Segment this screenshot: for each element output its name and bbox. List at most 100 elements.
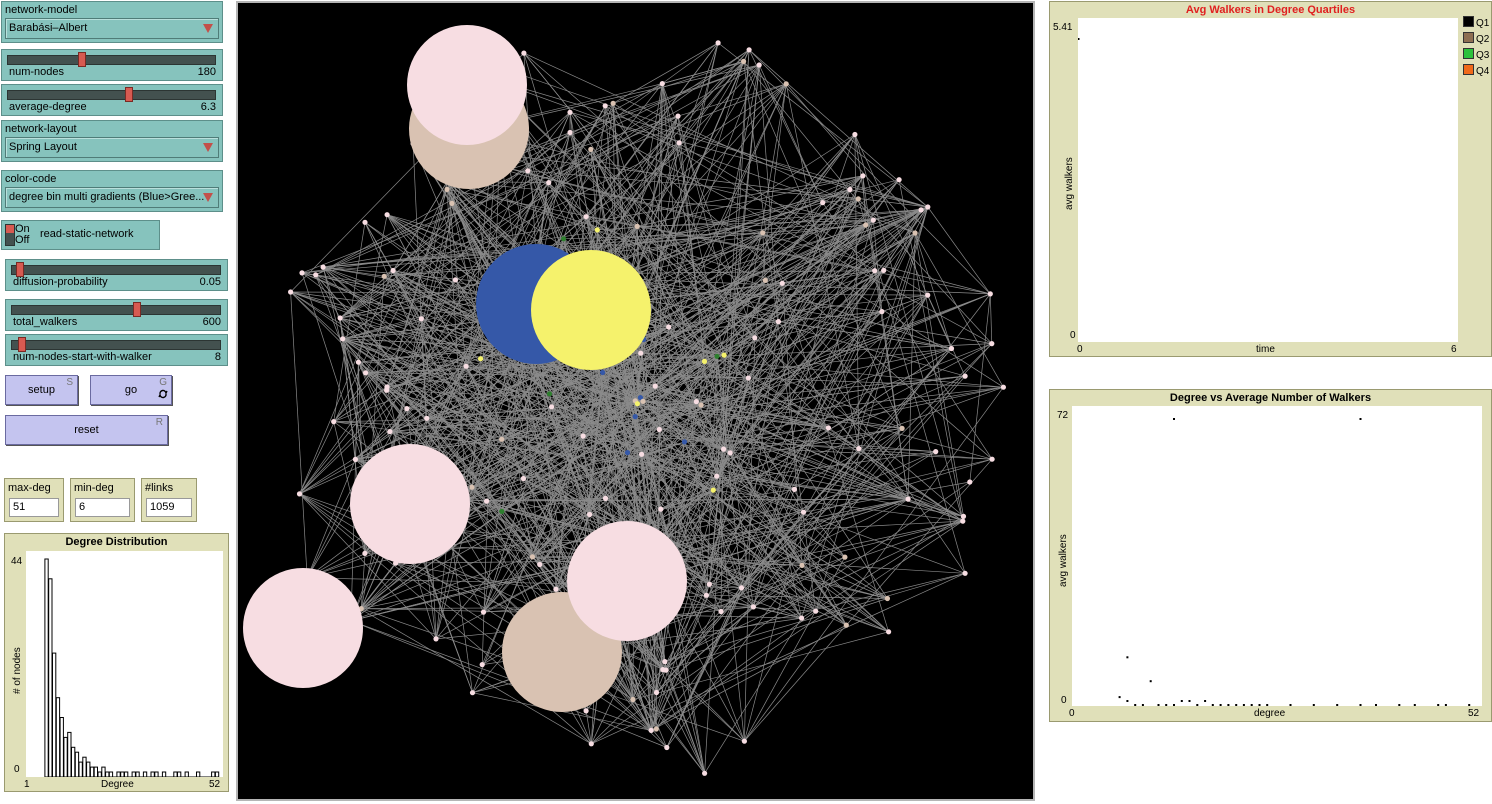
- network-view[interactable]: [236, 1, 1035, 801]
- slider-track[interactable]: [11, 265, 221, 275]
- network-link: [465, 365, 714, 491]
- network-link: [858, 198, 993, 344]
- x-min-label: 1: [24, 779, 30, 790]
- max-deg-value: 51: [13, 501, 26, 513]
- network-node: [756, 62, 762, 68]
- read-static-network-switch[interactable]: On Off read-static-network: [1, 220, 160, 250]
- network-node: [775, 319, 782, 325]
- network-model-select[interactable]: Barabási–Albert: [5, 18, 219, 39]
- network-link: [914, 232, 1004, 388]
- histogram-bar: [71, 746, 76, 778]
- network-link: [660, 489, 795, 510]
- network-node: [313, 272, 319, 278]
- toggle-knob[interactable]: [6, 225, 14, 233]
- histogram-bar: [97, 771, 102, 778]
- scatter-point: [1437, 704, 1440, 706]
- network-link: [654, 386, 674, 556]
- go-button[interactable]: go G: [90, 375, 172, 405]
- network-link: [744, 386, 1004, 742]
- histogram-bar: [161, 771, 167, 778]
- slider-track[interactable]: [7, 90, 216, 100]
- network-link: [569, 64, 760, 133]
- network-link: [406, 361, 705, 409]
- slider-track[interactable]: [11, 305, 221, 315]
- network-link: [762, 232, 766, 281]
- network-link: [290, 291, 308, 578]
- network-link: [532, 198, 859, 558]
- network-graph[interactable]: [238, 3, 1033, 799]
- slider-track[interactable]: [11, 340, 221, 350]
- y-max-label: 5.41: [1053, 22, 1073, 33]
- network-node: [561, 236, 567, 242]
- diffusion-probability-slider[interactable]: diffusion-probability 0.05: [5, 259, 228, 291]
- toggle-track[interactable]: [5, 224, 15, 246]
- average-degree-slider[interactable]: average-degree 6.3: [1, 84, 223, 116]
- histogram-bar: [120, 771, 125, 778]
- network-node: [587, 511, 593, 518]
- network-link: [523, 52, 916, 234]
- total-walkers-slider[interactable]: total_walkers 600: [5, 299, 228, 331]
- network-link: [446, 189, 674, 556]
- network-link: [488, 77, 916, 234]
- color-code-chooser[interactable]: color-code degree bin multi gradients (B…: [1, 170, 223, 212]
- scatter-point: [1336, 704, 1339, 706]
- network-link: [389, 170, 529, 432]
- network-link: [716, 337, 756, 477]
- network-link: [661, 83, 707, 596]
- network-link: [765, 280, 966, 574]
- average-degree-label: average-degree: [9, 101, 87, 113]
- slider-thumb[interactable]: [18, 337, 27, 352]
- network-layout-chooser[interactable]: network-layout Spring Layout: [1, 120, 223, 162]
- network-node: [989, 456, 995, 462]
- setup-button[interactable]: setup S: [5, 375, 78, 405]
- network-link: [704, 49, 750, 774]
- network-node: [721, 446, 727, 452]
- slider-thumb[interactable]: [124, 87, 133, 102]
- x-max-label: 52: [1468, 708, 1480, 719]
- network-link: [465, 366, 503, 440]
- x-max-label: 6: [1451, 344, 1457, 355]
- network-link: [333, 182, 549, 422]
- network-node: [855, 196, 861, 202]
- network-model-chooser[interactable]: network-model Barabási–Albert: [1, 1, 223, 43]
- network-link: [586, 216, 991, 295]
- slider-thumb[interactable]: [16, 262, 25, 277]
- scatter-point: [1126, 656, 1129, 659]
- network-link: [466, 498, 606, 502]
- walker-node: [350, 444, 470, 564]
- network-node: [681, 439, 688, 445]
- color-code-select[interactable]: degree bin multi gradients (Blue>Gree...: [5, 187, 219, 208]
- network-node: [362, 219, 368, 225]
- num-nodes-start-with-walker-value: 8: [214, 351, 221, 363]
- network-link: [642, 401, 804, 513]
- min-deg-label: min-deg: [74, 482, 114, 494]
- network-node: [652, 383, 658, 389]
- network-link: [640, 337, 755, 398]
- network-link: [466, 500, 664, 670]
- slider-track[interactable]: [7, 55, 216, 65]
- network-node: [337, 315, 343, 321]
- network-link: [483, 339, 645, 613]
- network-node: [710, 487, 716, 493]
- network-layout-select[interactable]: Spring Layout: [5, 137, 219, 158]
- network-link: [989, 293, 993, 344]
- histogram-bar: [93, 766, 98, 778]
- dropdown-arrow-icon: [203, 24, 213, 33]
- reset-button[interactable]: reset R: [5, 415, 168, 445]
- network-link: [666, 587, 742, 748]
- network-node: [925, 204, 931, 210]
- network-node: [567, 129, 573, 136]
- network-node: [600, 369, 606, 376]
- scatter-point: [1118, 696, 1121, 699]
- slider-thumb[interactable]: [133, 302, 142, 317]
- network-node: [469, 484, 475, 490]
- num-nodes-slider[interactable]: num-nodes 180: [1, 49, 223, 81]
- scatter-point: [1266, 704, 1269, 706]
- network-link: [729, 377, 749, 453]
- network-node: [537, 561, 543, 568]
- slider-thumb[interactable]: [78, 52, 87, 67]
- network-node: [739, 585, 745, 591]
- num-nodes-start-with-walker-slider[interactable]: num-nodes-start-with-walker 8: [5, 334, 228, 366]
- network-node: [444, 186, 450, 192]
- legend-swatch: [1463, 48, 1474, 59]
